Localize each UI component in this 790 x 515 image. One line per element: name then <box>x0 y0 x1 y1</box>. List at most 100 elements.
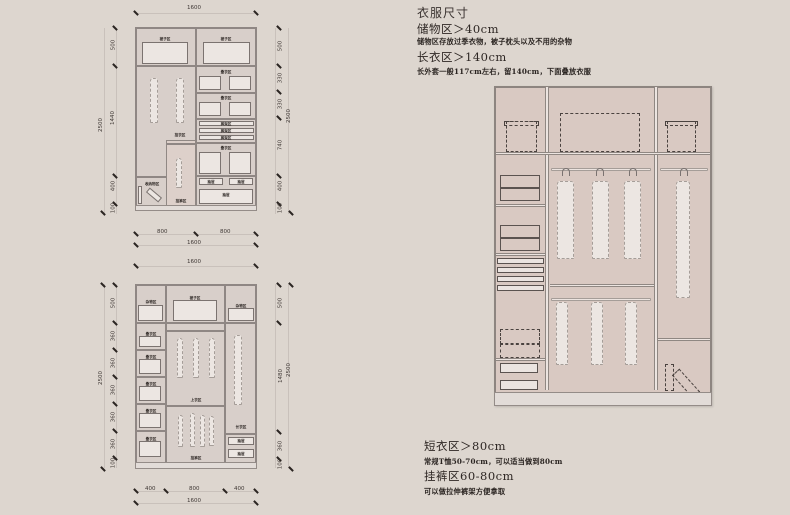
label-quilt-mid: 被子区 <box>189 296 201 300</box>
dim-tick <box>276 282 282 288</box>
dim-tick <box>253 263 259 269</box>
dim-right-0: 500 <box>277 40 284 52</box>
drawer[interactable] <box>228 449 254 458</box>
dim-left-total: 2500 <box>98 118 104 132</box>
dim-left-1: 1440 <box>110 111 116 125</box>
quilt-box <box>142 42 188 64</box>
label-folded-1: 叠衣区 <box>145 332 157 336</box>
dim-left-2: 360 <box>110 357 117 369</box>
dim-right-3: 740 <box>277 139 284 151</box>
dim-tick <box>133 488 139 494</box>
coat-icon <box>592 181 609 259</box>
folded-clothes <box>199 152 221 174</box>
pants-rack[interactable] <box>497 267 544 273</box>
dim-tick <box>133 231 139 237</box>
dim-tick <box>193 231 199 237</box>
shelf <box>136 176 166 178</box>
dim-tick <box>276 25 282 31</box>
dim-bottom-total: 1600 <box>187 240 201 246</box>
folded-clothes <box>139 336 161 347</box>
dim-line <box>135 13 257 14</box>
dim-line <box>135 266 257 267</box>
dim-right-0: 500 <box>277 297 284 309</box>
shelf <box>136 430 165 432</box>
pants-rack[interactable] <box>497 276 544 282</box>
divider <box>654 87 658 390</box>
label-quilt-left: 被子区 <box>159 37 171 41</box>
label-pants-hang: 挂裤区 <box>190 456 202 460</box>
section-heading-long: 长衣区＞140cm <box>417 50 507 64</box>
pants-icon <box>176 158 182 188</box>
dim-tick <box>253 488 259 494</box>
divider <box>224 285 226 463</box>
folded-clothes <box>500 175 540 188</box>
folded-clothes <box>199 102 221 116</box>
dim-line <box>116 28 117 214</box>
folded-clothes <box>500 188 540 201</box>
dim-tick <box>253 10 259 16</box>
dim-left-4: 360 <box>110 411 117 423</box>
drawer[interactable] <box>228 437 254 445</box>
long-coat-icon <box>150 78 158 123</box>
pants-icon <box>591 302 603 365</box>
dim-bottom-2: 400 <box>234 486 245 492</box>
drawer[interactable] <box>199 178 223 185</box>
drawer[interactable] <box>500 380 538 390</box>
rod <box>166 143 195 145</box>
dim-tick <box>288 282 294 288</box>
dim-tick <box>222 488 228 494</box>
dim-right-4: 400 <box>277 180 284 192</box>
shelf <box>197 118 256 120</box>
long-coat-icon <box>676 181 690 298</box>
dim-tick <box>133 10 139 16</box>
dim-left-0: 500 <box>110 39 117 51</box>
dim-tick <box>276 173 282 179</box>
shelf <box>136 376 165 378</box>
pants-icon <box>556 302 568 365</box>
plinth <box>135 205 257 211</box>
section-heading-pants: 挂裤区60-80cm <box>424 469 514 483</box>
label-pants-1: 裤架区 <box>220 121 232 126</box>
dim-tick <box>133 500 139 506</box>
pants-rack[interactable] <box>497 258 544 264</box>
hanger-icon <box>680 168 688 176</box>
dim-line <box>104 284 105 468</box>
coat-icon <box>624 181 641 259</box>
shelf <box>197 92 256 94</box>
dim-bottom-1: 800 <box>189 486 200 492</box>
drawer[interactable] <box>199 189 253 204</box>
drawer[interactable] <box>229 178 253 185</box>
dim-bottom-0: 800 <box>157 229 168 235</box>
dim-width-total: 1600 <box>187 259 201 265</box>
shelf <box>167 405 224 407</box>
quilt-box <box>173 300 217 321</box>
pants-rack[interactable] <box>497 285 544 291</box>
rod <box>167 330 224 332</box>
pants-icon <box>200 415 205 447</box>
box-lid <box>504 121 539 126</box>
drawer[interactable] <box>500 363 538 373</box>
dim-line <box>275 28 276 214</box>
dim-left-0: 500 <box>110 297 117 309</box>
dim-line <box>116 284 117 468</box>
dim-tick <box>276 429 282 435</box>
label-folded-2: 叠衣区 <box>145 355 157 359</box>
hanger-icon <box>596 168 604 176</box>
label-drawer-2: 抽屉 <box>237 179 245 184</box>
dim-line <box>104 28 105 214</box>
dim-line <box>288 284 289 468</box>
shirt-icon <box>177 338 183 378</box>
label-quilt-right: 被子区 <box>220 37 232 41</box>
dim-line <box>135 491 257 492</box>
section-heading-storage: 储物区＞40cm <box>417 22 499 36</box>
board-icon <box>665 364 674 391</box>
plinth <box>494 392 712 406</box>
dim-width-total: 1600 <box>187 5 201 11</box>
dim-tick <box>276 320 282 326</box>
dim-left-3: 100 <box>110 202 117 214</box>
folded-clothes <box>500 238 540 251</box>
dim-tick <box>112 25 118 31</box>
label-folded-3: 叠衣区 <box>220 146 232 150</box>
pants-icon <box>190 413 195 447</box>
coat-icon <box>557 181 574 259</box>
